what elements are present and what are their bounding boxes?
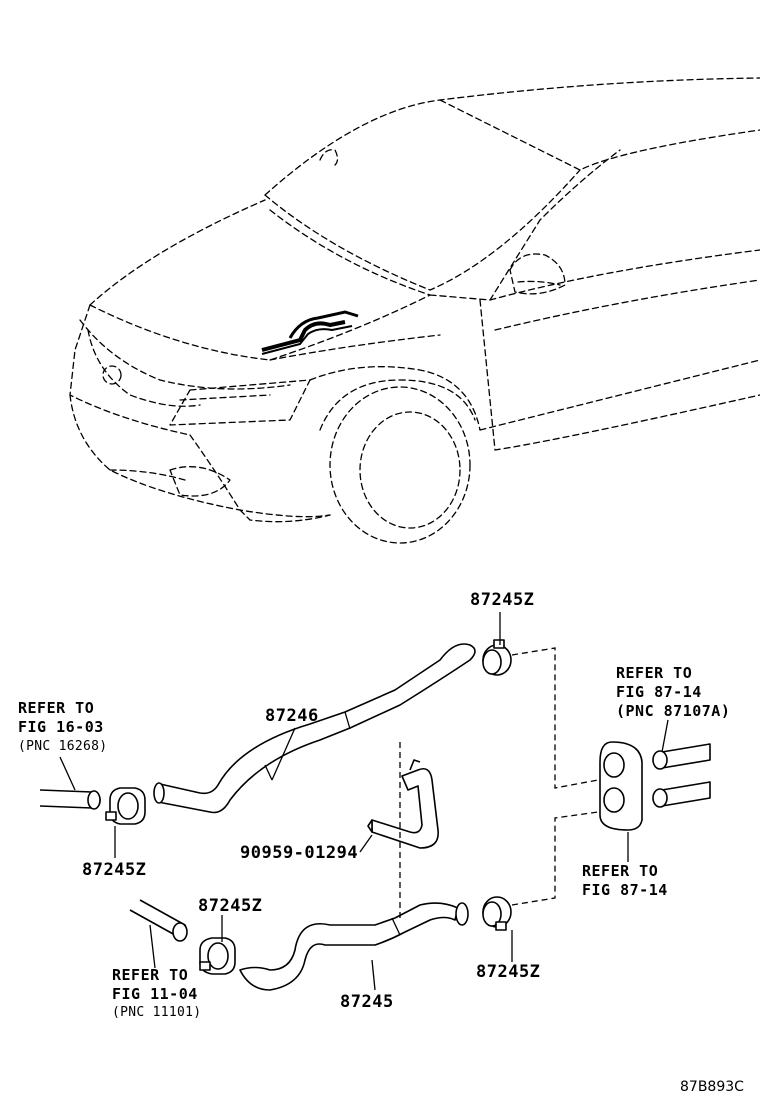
ref-right-mid-line2: FIG 87-14: [582, 881, 668, 899]
label-bracket: 90959-01294: [240, 843, 359, 863]
label-clamp-top: 87245Z: [470, 590, 535, 610]
connection-lines: [399, 647, 599, 920]
ref-right-top-line1: REFER TO: [616, 664, 693, 682]
heater-core-pipes: [599, 741, 711, 831]
ref-right-mid-line1: REFER TO: [582, 862, 659, 880]
ref-left-top-line3: (PNC 16268): [18, 739, 108, 754]
leader-lines: [59, 612, 669, 991]
pipe-bottom-left: [129, 899, 188, 942]
ref-right-top-line3: (PNC 87107A): [616, 702, 731, 720]
label-clamp-lower-right: 87245Z: [476, 962, 541, 982]
ref-bottom-left-line2: FIG 11-04: [112, 985, 198, 1003]
ref-left-top-line1: REFER TO: [18, 699, 95, 717]
ref-bottom-left-line3: (PNC 11101): [112, 1005, 202, 1020]
bracket: [367, 759, 439, 849]
hose-87246: [153, 643, 476, 814]
ref-bottom-left-line1: REFER TO: [112, 966, 189, 984]
label-clamp-left: 87245Z: [82, 860, 147, 880]
clamp-lower-left: [199, 937, 236, 975]
diagram-code: 87B893C: [680, 1079, 744, 1095]
clamp-left: [105, 787, 146, 825]
label-clamp-lower-left: 87245Z: [198, 896, 263, 916]
clamp-lower-right: [482, 896, 512, 931]
pipe-left: [39, 789, 101, 810]
ref-left-top-line2: FIG 16-03: [18, 718, 104, 736]
label-hose-87246: 87246: [265, 706, 319, 726]
label-hose-87245: 87245: [340, 992, 394, 1012]
ref-right-top-line2: FIG 87-14: [616, 683, 702, 701]
car-illustration: [69, 77, 760, 544]
clamp-top: [482, 639, 512, 676]
hose-87245: [239, 902, 469, 991]
